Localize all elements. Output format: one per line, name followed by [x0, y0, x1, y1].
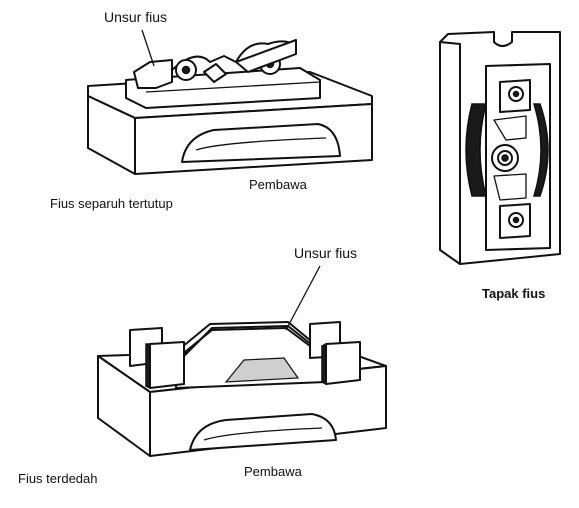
- left-terminal: [133, 59, 173, 89]
- bridge-window: [224, 357, 300, 383]
- label-carrier-bottom: Pembawa: [244, 464, 302, 479]
- leader-top-fuse-element: [141, 29, 155, 67]
- semi-enclosed-fuse-drawing: [87, 29, 373, 175]
- caption-exposed-fuse: Fius terdedah: [18, 471, 98, 486]
- carrier-block-side-face: [87, 95, 136, 175]
- label-fuse-element-top: Unsur fius: [104, 9, 168, 25]
- leader-bottom-fuse-element: [285, 265, 321, 331]
- fuse-wire-bottom: [175, 321, 323, 353]
- fuse-base-drawing: [439, 31, 561, 265]
- exposed-fuse-drawing: [97, 265, 387, 457]
- carrier-grip: [181, 123, 341, 163]
- label-fuse-element-bottom: Unsur fius: [294, 245, 358, 261]
- exposed-block-side-face: [97, 355, 151, 457]
- caption-semi-enclosed-fuse: Fius separuh tertutup: [50, 196, 173, 211]
- fuse-wire-top: [171, 40, 297, 71]
- label-carrier-top: Pembawa: [249, 177, 307, 192]
- label-fuse-base: Tapak fius: [482, 286, 546, 301]
